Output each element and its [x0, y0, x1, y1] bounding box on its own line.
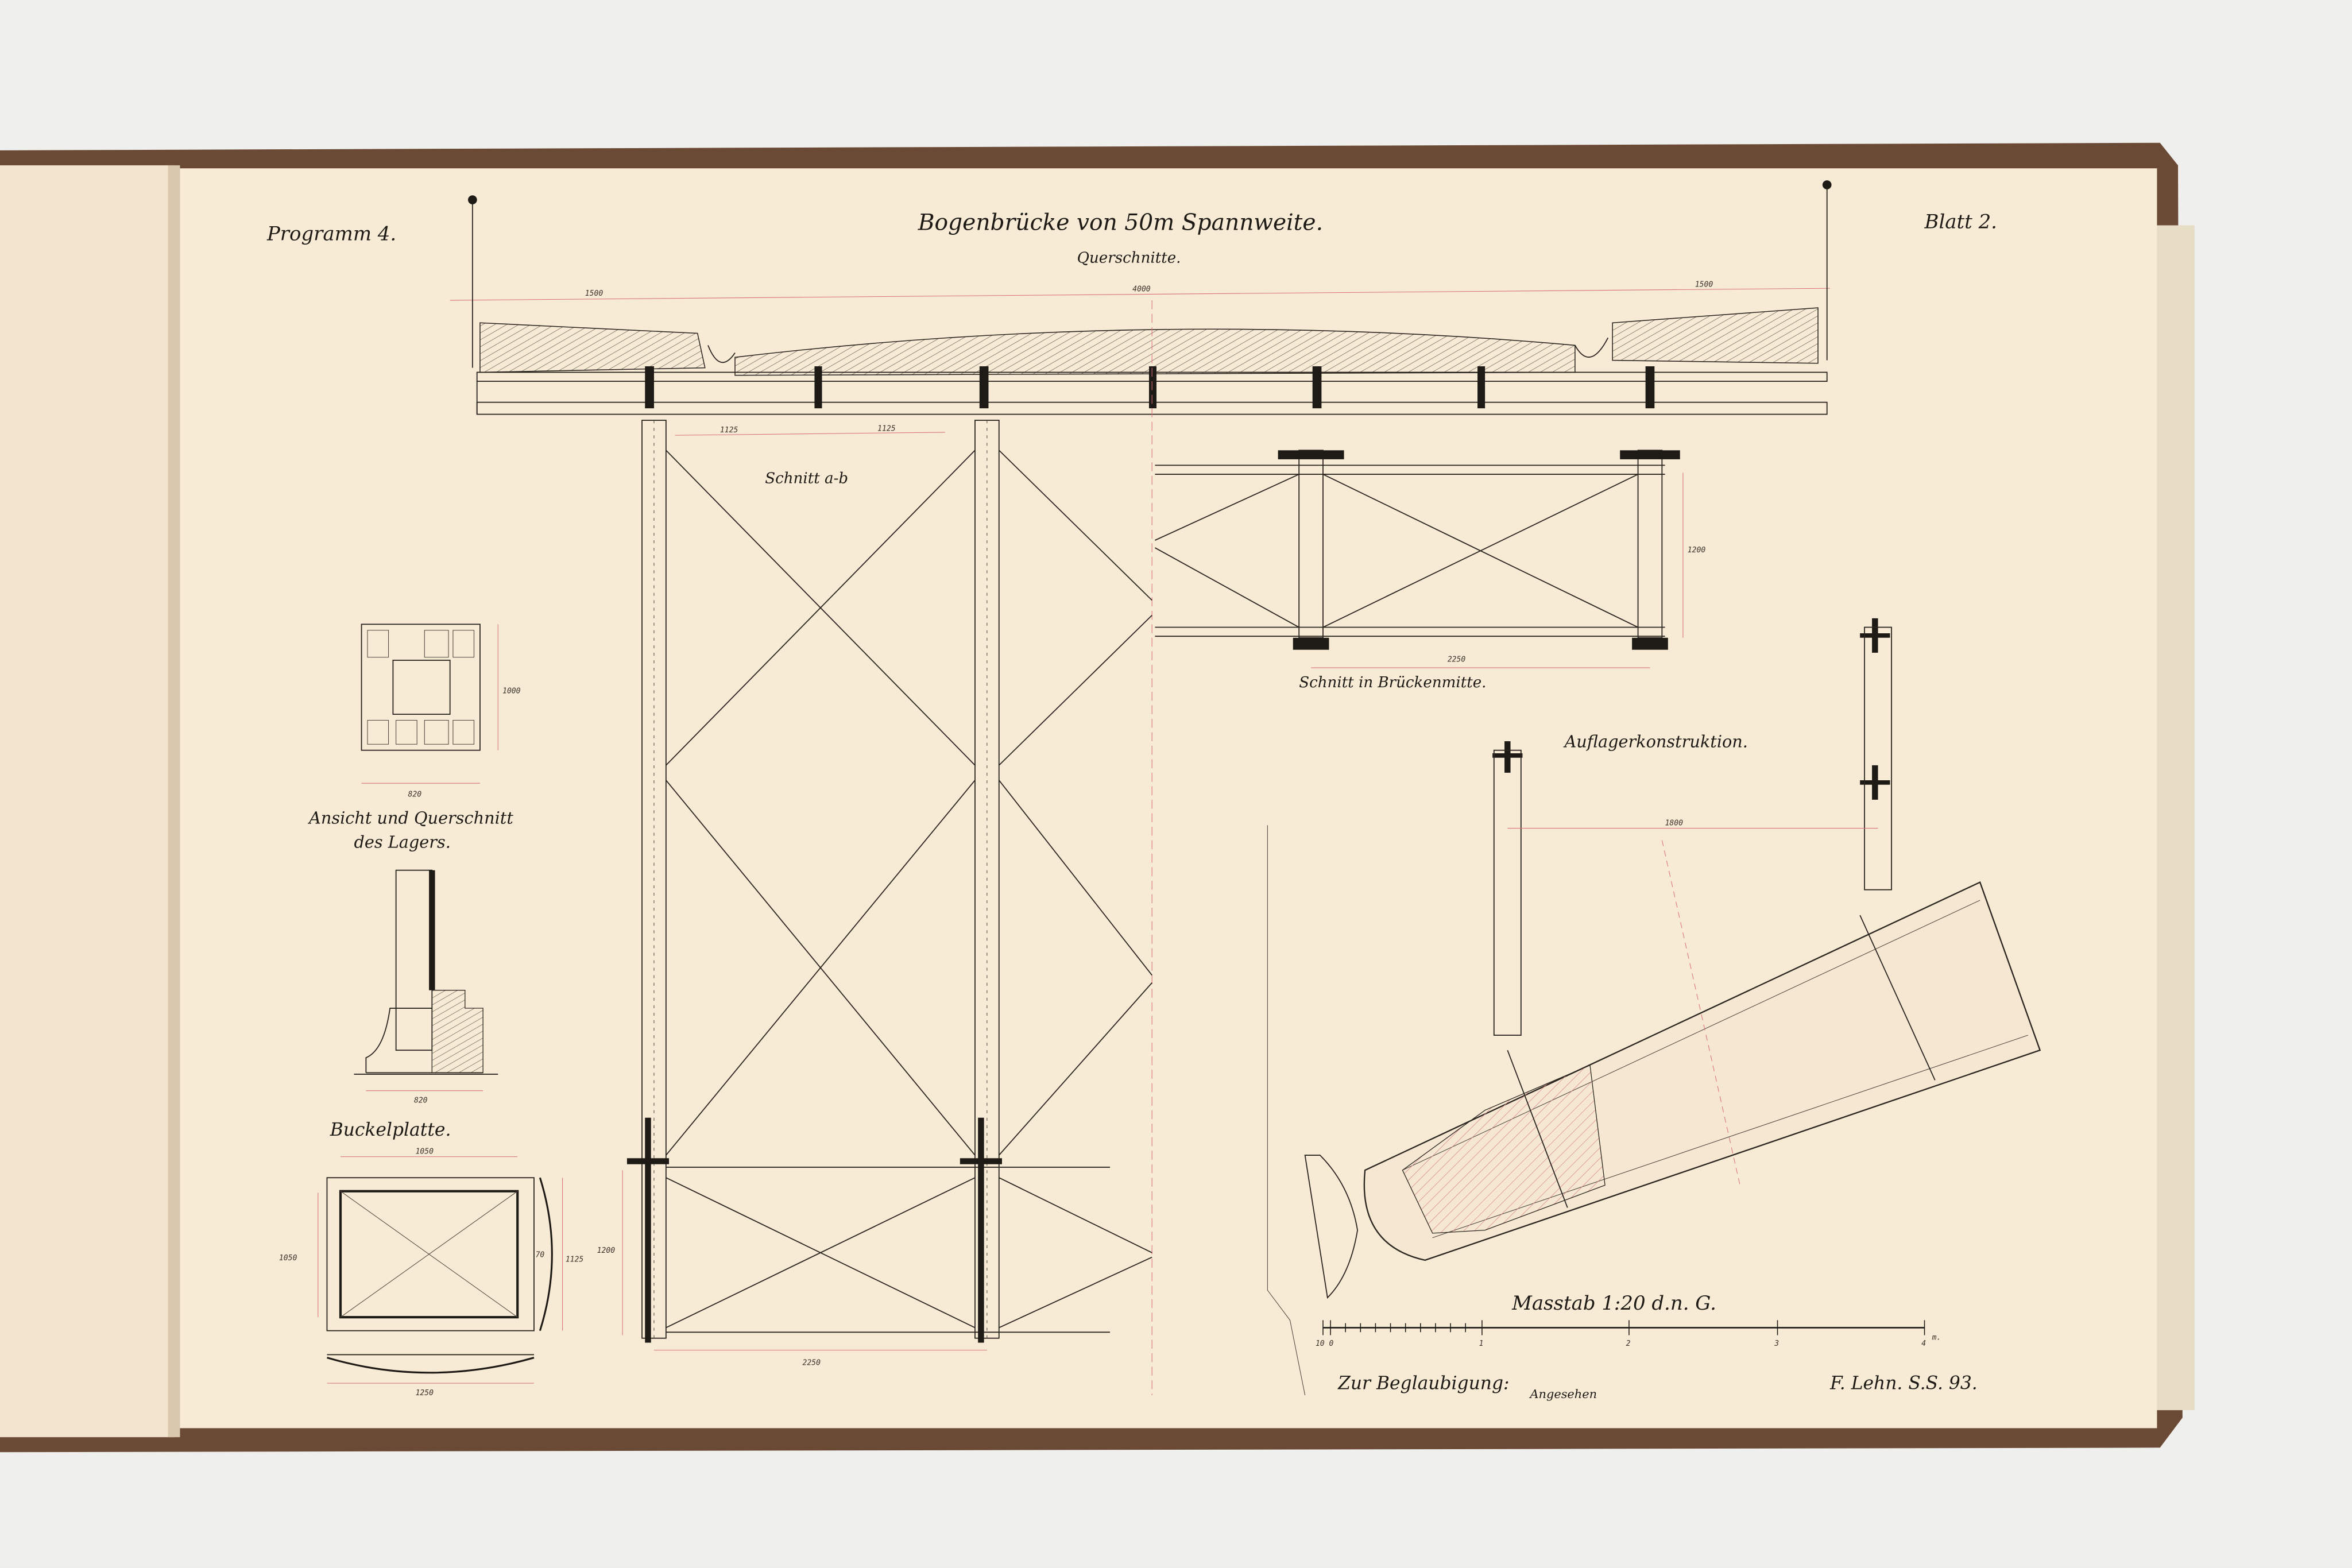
dimension-label: 3 — [1774, 1339, 1779, 1348]
section-bridge-middle: 1200 2250 Schnitt in Brückenmitte. — [1154, 450, 1706, 691]
section-a-b-label: Schnitt a-b — [765, 470, 848, 487]
dimension-label: 1125 — [720, 426, 738, 435]
dimension-label: 1 — [1479, 1339, 1484, 1348]
dimension-label: 1125 — [566, 1256, 584, 1264]
buckle-plate-drawing: 1050 1050 70 1125 1250 — [279, 1147, 584, 1397]
certification-signature: Angesehen — [1529, 1387, 1597, 1401]
dimension-label: 1050 — [279, 1254, 297, 1263]
dimension-label: 4 — [1921, 1339, 1926, 1348]
bearing-view-title-2: des Lagers. — [354, 833, 450, 852]
scale-bar: Masstab 1:20 d.n. G. 10 0 1 2 3 4 m. — [1316, 1292, 1941, 1348]
dimension-label: 1500 — [1695, 281, 1713, 289]
dimension-label: 2250 — [1448, 656, 1466, 664]
sheet-number: Blatt 2. — [1924, 211, 1997, 234]
dimension-label: 1000 — [502, 687, 521, 695]
support-construction: Auflagerkonstruktion. 1800 — [1267, 618, 2041, 1396]
dimension-label: 1800 — [1665, 819, 1684, 827]
deck-cross-section: 1500 4000 1500 — [450, 180, 1832, 1395]
dimension-label: 2 — [1626, 1339, 1631, 1348]
dimension-label: 10 — [1316, 1339, 1325, 1348]
sheet-subtitle: Querschnitte. — [1077, 250, 1181, 267]
support-construction-title: Auflagerkonstruktion. — [1563, 732, 1748, 752]
dimension-label: 2250 — [803, 1359, 821, 1368]
dimension-label: m. — [1932, 1333, 1941, 1342]
section-middle-label: Schnitt in Brückenmitte. — [1299, 674, 1486, 691]
dimension-label: 820 — [414, 1097, 428, 1105]
dimension-label: 1125 — [877, 424, 896, 433]
certification-label: Zur Beglaubigung: — [1337, 1373, 1509, 1394]
dimension-label: 70 — [536, 1251, 545, 1260]
dimension-label: 820 — [408, 791, 422, 799]
dimension-label: 4000 — [1132, 285, 1151, 293]
bearing-detail: 1000 820 Ansicht und Querschnitt des Lag… — [307, 624, 521, 1140]
scale-title: Masstab 1:20 d.n. G. — [1511, 1292, 1716, 1315]
sheet-title: Bogenbrücke von 50m Spannweite. — [918, 210, 1323, 235]
program-label: Programm 4. — [266, 223, 396, 246]
dimension-label: 1200 — [1688, 546, 1706, 555]
dimension-label: 1500 — [585, 289, 604, 298]
author-signature: F. Lehn. S.S. 93. — [1829, 1373, 1978, 1394]
dimension-label: 1200 — [597, 1246, 616, 1255]
bearing-view-title-1: Ansicht und Querschnitt — [307, 808, 513, 828]
buckle-plate-title: Buckelplatte. — [330, 1120, 451, 1140]
dimension-label: 0 — [1329, 1339, 1333, 1348]
left-page — [0, 165, 175, 1438]
dimension-label: 1250 — [416, 1389, 434, 1397]
dimension-label: 1050 — [416, 1147, 434, 1156]
